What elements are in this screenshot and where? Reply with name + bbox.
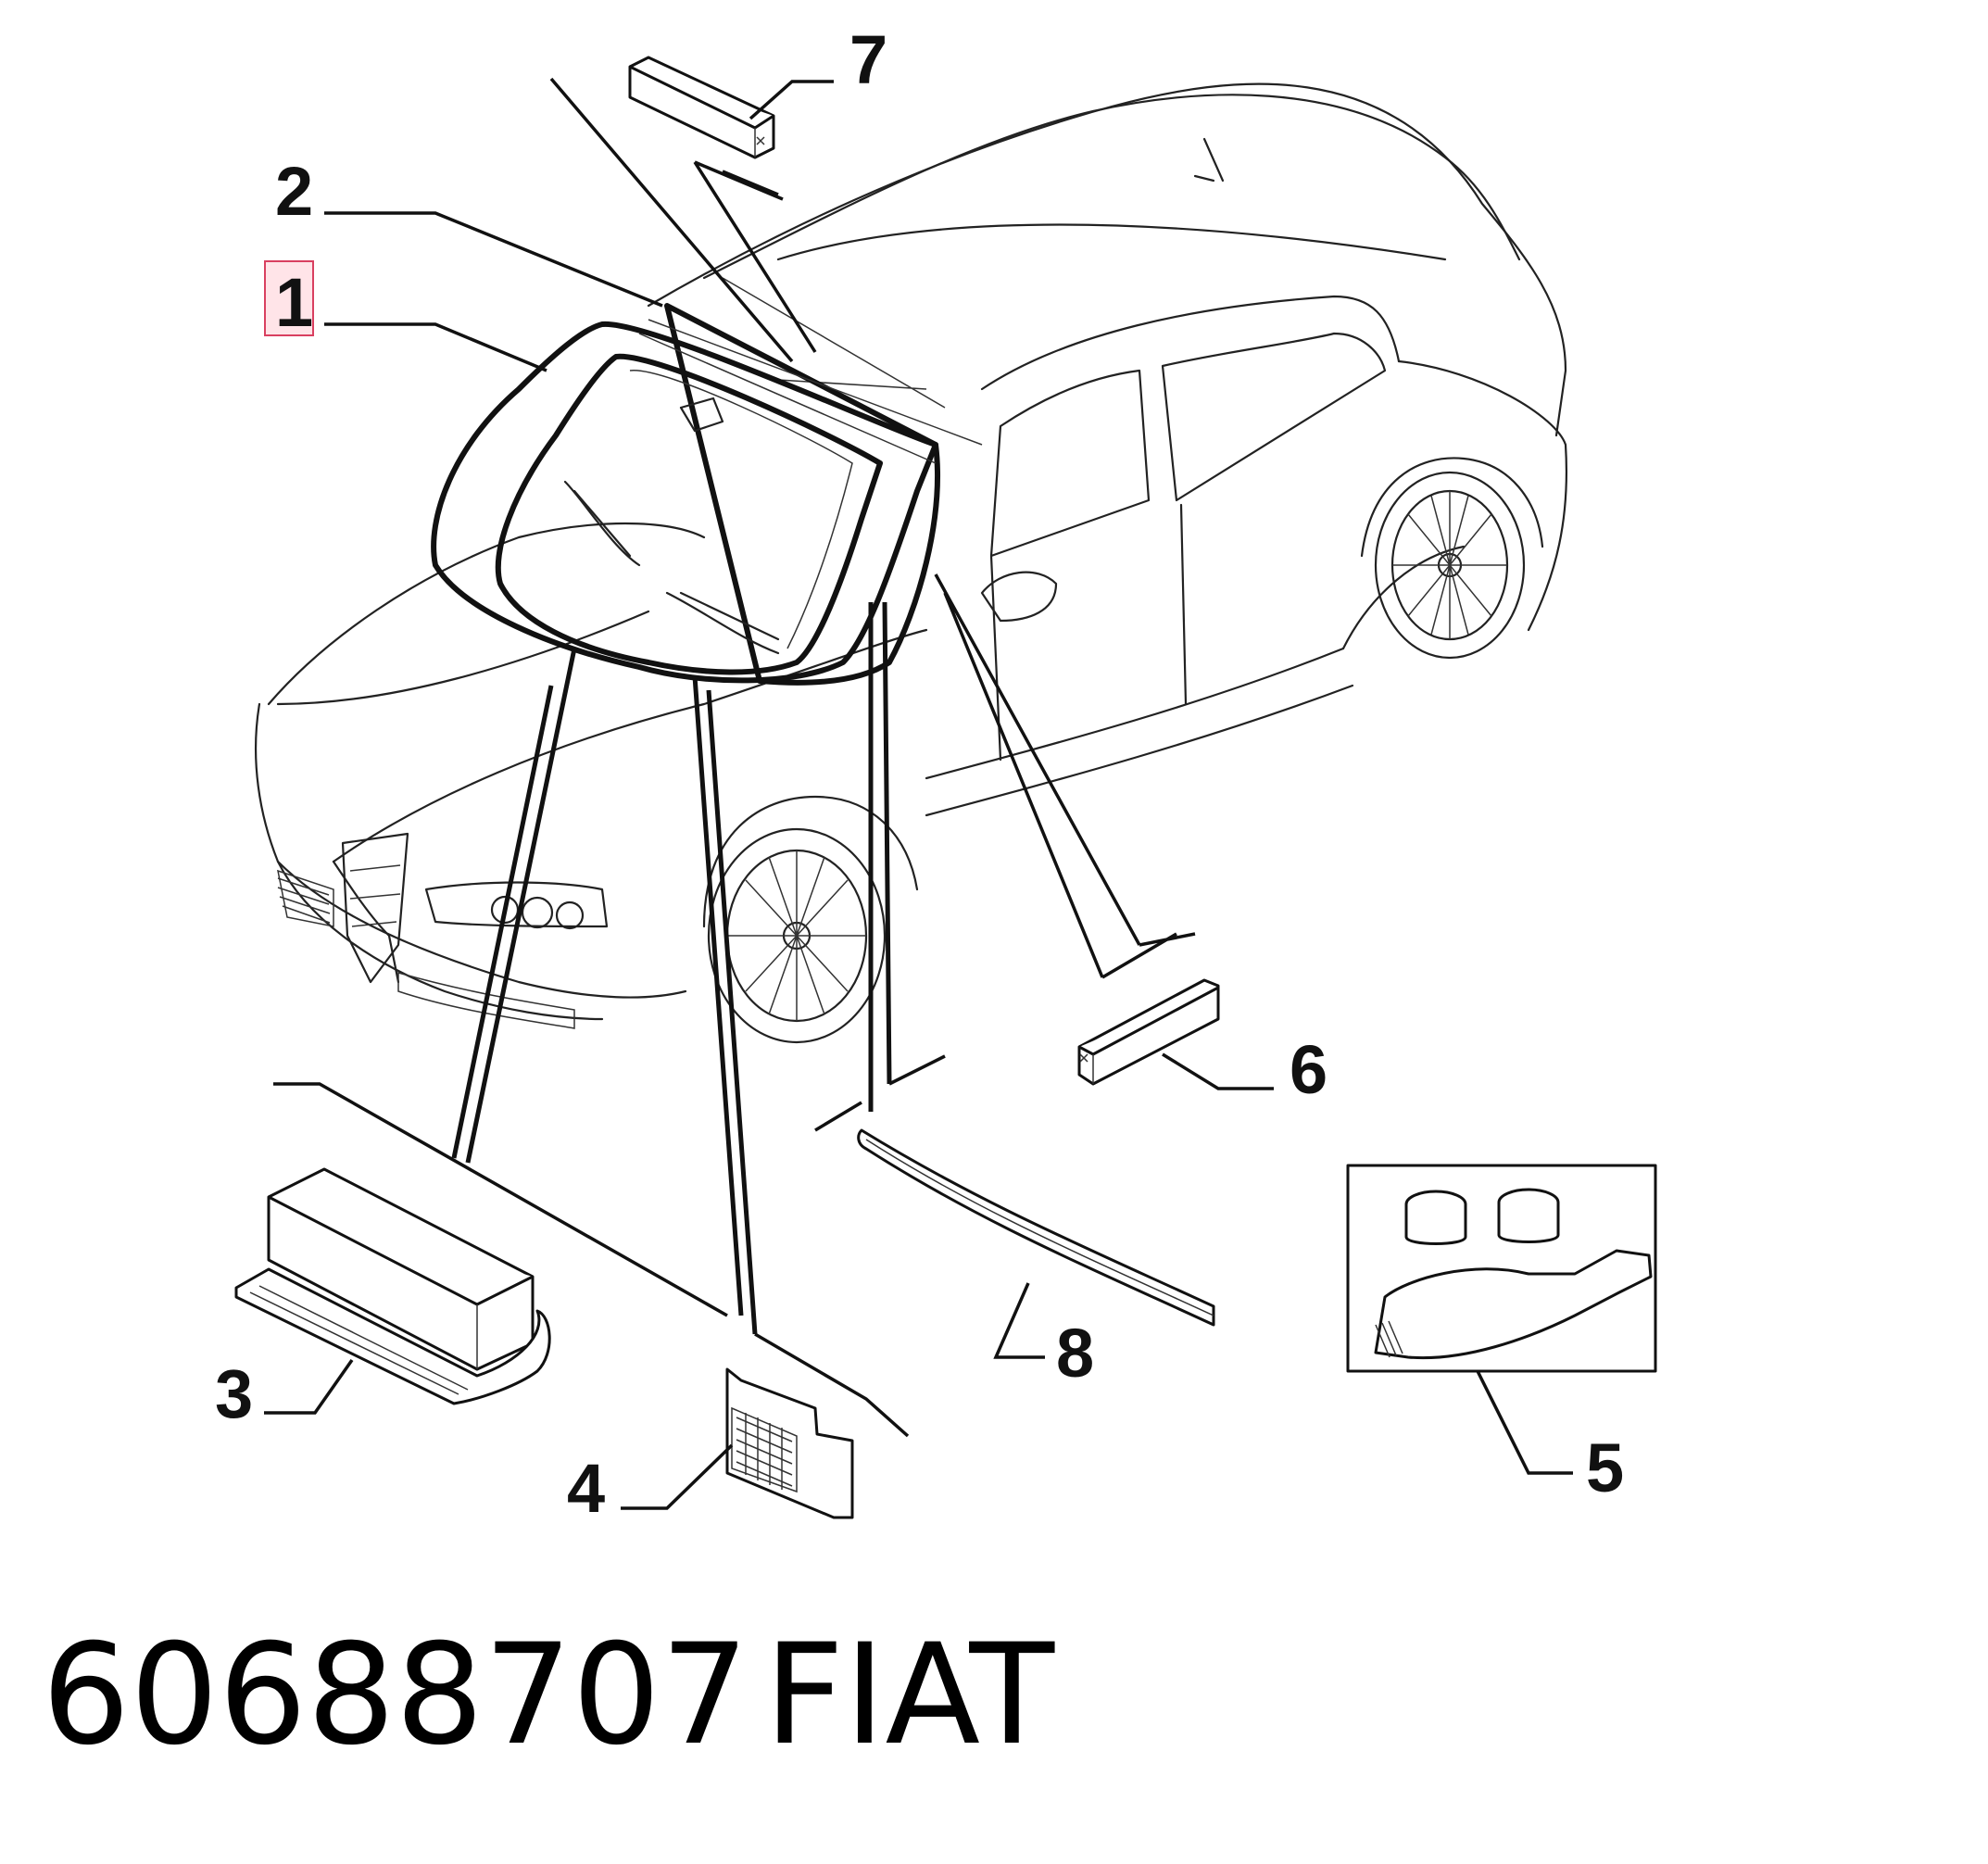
callouts: 1 2 3 4 5 6 7 8 <box>215 21 1624 1527</box>
car-illustration <box>254 82 1568 1044</box>
part-number: 60688707 <box>42 1615 749 1776</box>
part-3-block <box>234 1167 551 1405</box>
part-4-clip <box>725 1367 854 1519</box>
callout-8[interactable]: 8 <box>1056 1315 1094 1392</box>
callout-4[interactable]: 4 <box>567 1450 605 1527</box>
part-5-kit <box>1346 1164 1657 1373</box>
callout-3[interactable]: 3 <box>215 1355 253 1432</box>
part-8-strip <box>857 1128 1215 1327</box>
part-6-clip <box>1077 978 1220 1086</box>
callout-1-highlight <box>264 260 314 336</box>
brand-name: FIAT <box>764 1615 1055 1776</box>
callout-5[interactable]: 5 <box>1586 1429 1624 1506</box>
callout-2[interactable]: 2 <box>275 153 313 230</box>
callout-6[interactable]: 6 <box>1290 1031 1327 1108</box>
leader-lines <box>264 77 1573 1510</box>
windscreen-assembly <box>431 303 983 686</box>
part-7-clip <box>628 56 775 159</box>
callout-7[interactable]: 7 <box>849 21 887 98</box>
callout-1[interactable]: 1 <box>275 264 313 341</box>
